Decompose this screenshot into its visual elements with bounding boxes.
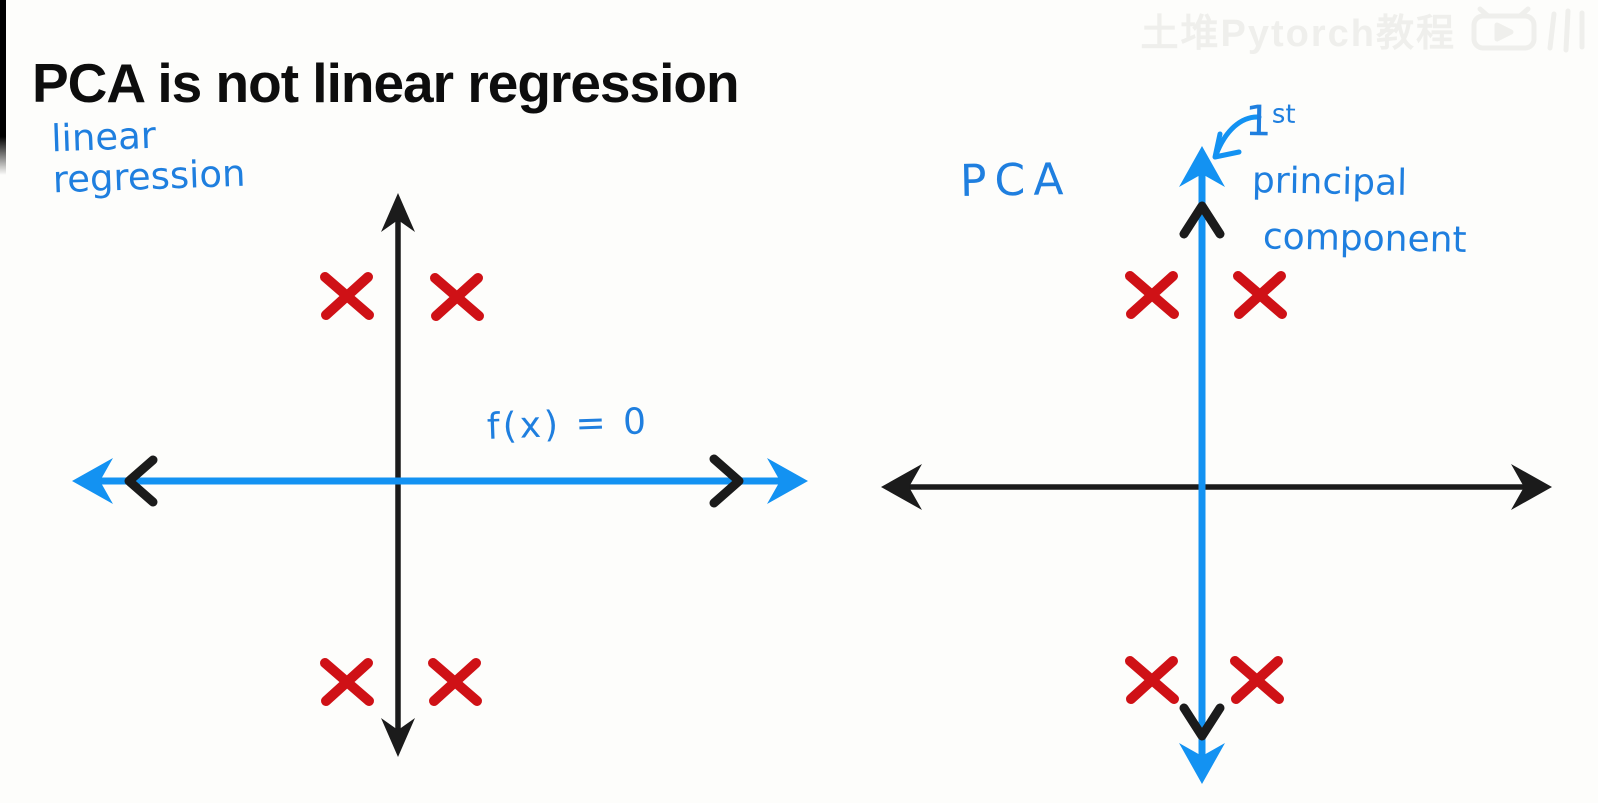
data-point-x-mark bbox=[428, 658, 482, 706]
right-axis-left-arrowhead bbox=[881, 464, 922, 510]
bilibili-logo-icon bbox=[1471, 6, 1585, 52]
annotation-line-component: component bbox=[1262, 216, 1467, 261]
page-title: PCA is not linear regression bbox=[32, 51, 740, 114]
data-point-x-mark bbox=[1125, 271, 1179, 319]
principal-component-down-arrowhead bbox=[1179, 743, 1225, 784]
watermark: 土堆Pytorch教程 bbox=[1141, 2, 1594, 57]
regression-line-equation: f(x) = 0 bbox=[486, 401, 650, 448]
left-horizontal-axis-left-arrowhead bbox=[124, 455, 158, 507]
left-diagram-label: linear regression bbox=[50, 113, 247, 202]
right-vertical-axis-up-arrowhead bbox=[1179, 201, 1225, 239]
left-axis-up-arrowhead bbox=[381, 193, 415, 232]
right-vertical-axis-down-arrowhead bbox=[1179, 703, 1225, 741]
annotation-curved-arrowhead bbox=[1212, 131, 1242, 160]
screen-edge-artifact bbox=[0, 0, 6, 175]
right-axis-right-arrowhead bbox=[1511, 464, 1552, 510]
watermark-text: 土堆Pytorch教程 bbox=[1140, 13, 1456, 55]
regression-line-right-arrowhead bbox=[767, 458, 808, 504]
pca-diagram bbox=[881, 114, 1552, 784]
principal-component-up-arrowhead bbox=[1179, 146, 1225, 187]
right-data-points bbox=[1125, 271, 1287, 704]
right-diagram-label: PCA bbox=[959, 154, 1072, 207]
left-axis-down-arrowhead bbox=[381, 718, 415, 757]
left-data-points bbox=[320, 272, 484, 706]
data-point-x-mark bbox=[1125, 656, 1179, 704]
annotation-line-principal: principal bbox=[1251, 160, 1408, 204]
annotation-ordinal: 1st bbox=[1244, 96, 1296, 146]
data-point-x-mark bbox=[1233, 271, 1287, 319]
data-point-x-mark bbox=[430, 273, 484, 321]
principal-component-annotation: 1st principal component bbox=[1242, 88, 1469, 269]
data-point-x-mark bbox=[320, 272, 374, 320]
regression-line-left-arrowhead bbox=[72, 458, 113, 504]
left-horizontal-axis-right-arrowhead bbox=[709, 454, 744, 508]
data-point-x-mark bbox=[1230, 656, 1284, 704]
linear-regression-diagram bbox=[72, 193, 808, 757]
data-point-x-mark bbox=[320, 658, 374, 706]
